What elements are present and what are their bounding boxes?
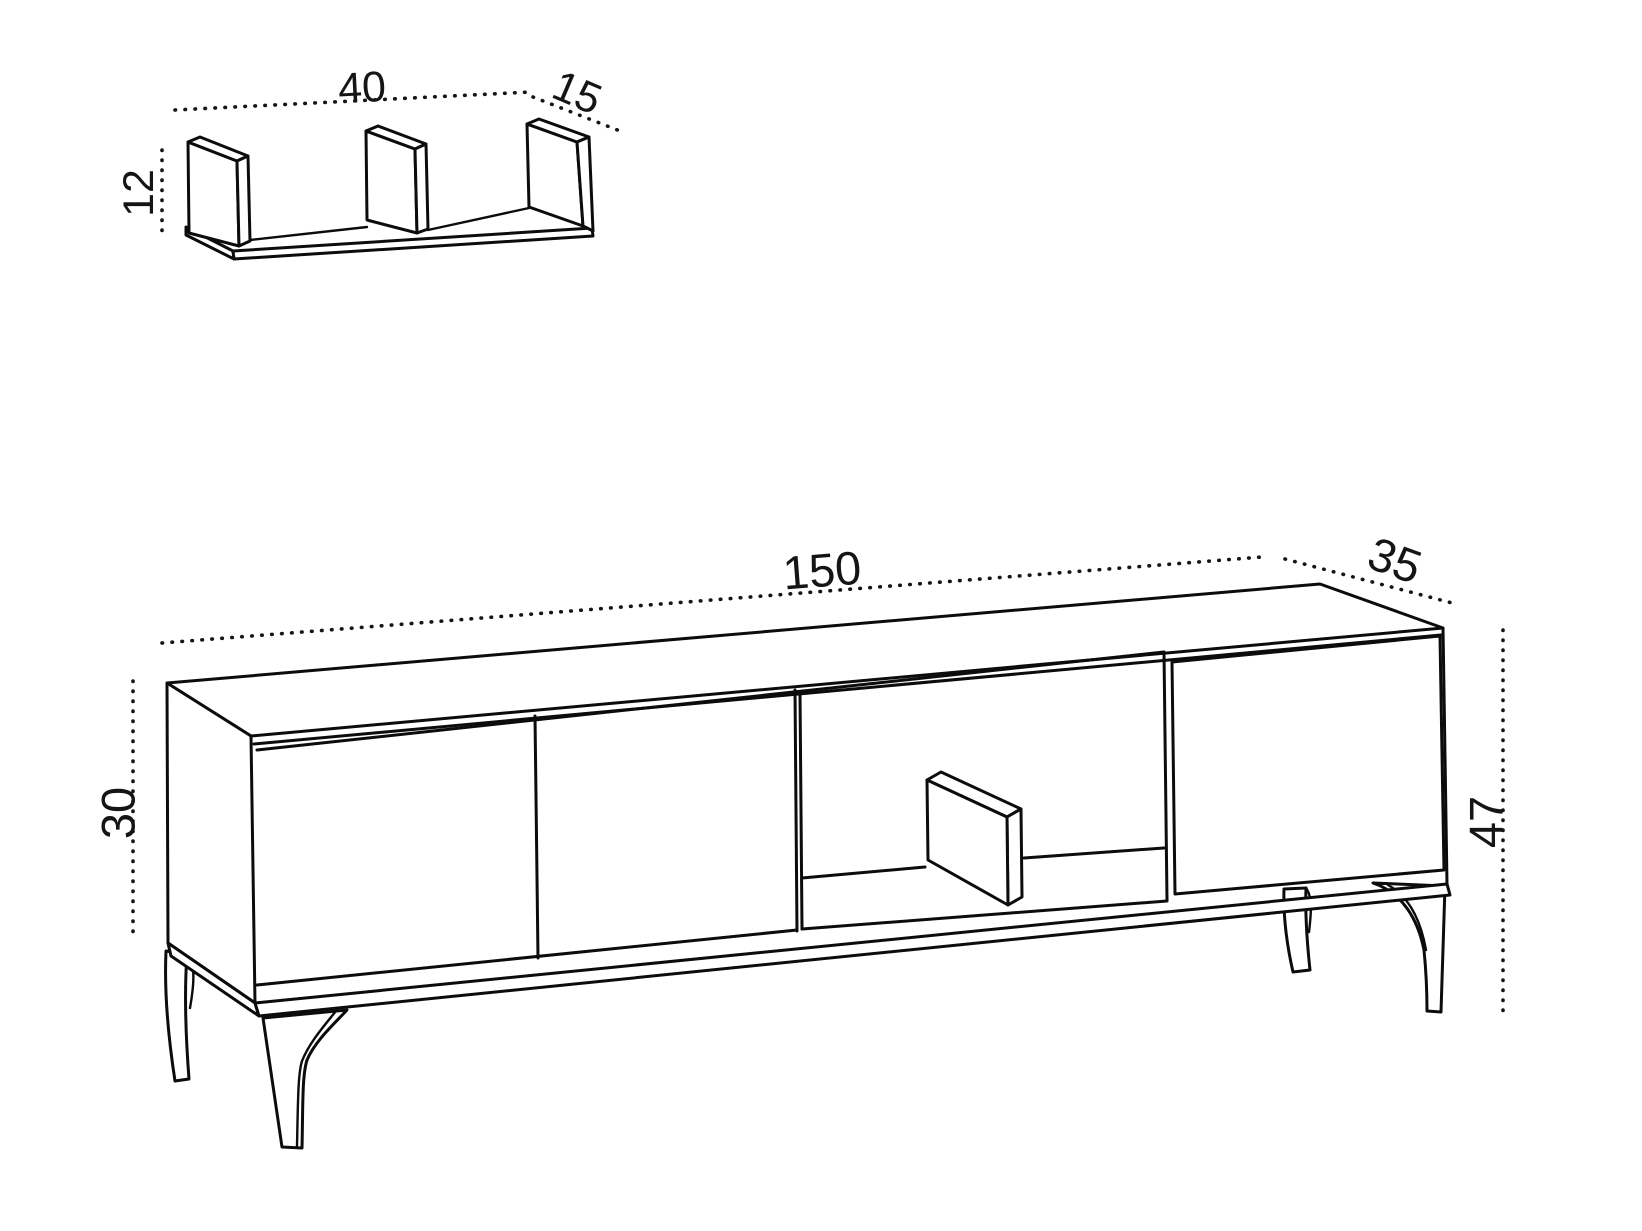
shelf-middle-upright-edge	[413, 142, 430, 235]
tv-stand-total-height-label: 47	[1460, 796, 1513, 848]
tv-stand-divider-face	[925, 778, 1010, 907]
tv-stand-opening-back-bottom-edge	[800, 846, 1166, 880]
shelf-height-label: 12	[115, 169, 163, 217]
tv-stand-drawing: 150 35 30 47	[92, 526, 1513, 1150]
shelf-bottom-board-top-edge	[248, 206, 531, 242]
tv-stand-top-panel-underside	[252, 633, 1443, 746]
tv-stand-depth-label: 35	[1361, 526, 1428, 594]
shelf-left-upright-edge	[235, 154, 252, 248]
tv-stand-opening-floor-front-edge	[800, 899, 1169, 931]
tv-stand-body-height-label: 30	[92, 787, 145, 839]
tv-stand-width-label: 150	[781, 541, 863, 600]
tv-stand-front-left-leg	[261, 1008, 349, 1150]
tv-stand-depth-dimension-line	[1283, 557, 1458, 606]
tv-stand-right-door	[1170, 634, 1446, 896]
shelf-bottom-board-front	[231, 226, 595, 261]
tv-stand-width-dimension-line	[160, 555, 1264, 645]
tv-stand-opening-right-wall	[1162, 650, 1169, 902]
tv-stand-front-left-leg-curve	[295, 1009, 338, 1148]
tv-stand-opening-left-wall	[793, 688, 804, 933]
tv-stand-back-left-leg	[164, 949, 191, 1083]
shelf-width-label: 40	[337, 63, 387, 113]
tv-stand-door-seam	[533, 714, 540, 960]
shelf-right-upright-edge	[575, 135, 595, 233]
shelf-width-dimension-line	[173, 90, 532, 112]
tv-stand-doors-top-edge	[255, 650, 1166, 752]
shelf-depth-label: 15	[546, 62, 609, 125]
tv-stand-right-front-edge	[1441, 626, 1449, 886]
tv-stand-bottom-rail-front	[253, 882, 1452, 1018]
wall-shelf-drawing: 40 15 12	[115, 62, 622, 261]
tv-stand-doors-bottom-edge	[255, 928, 799, 987]
